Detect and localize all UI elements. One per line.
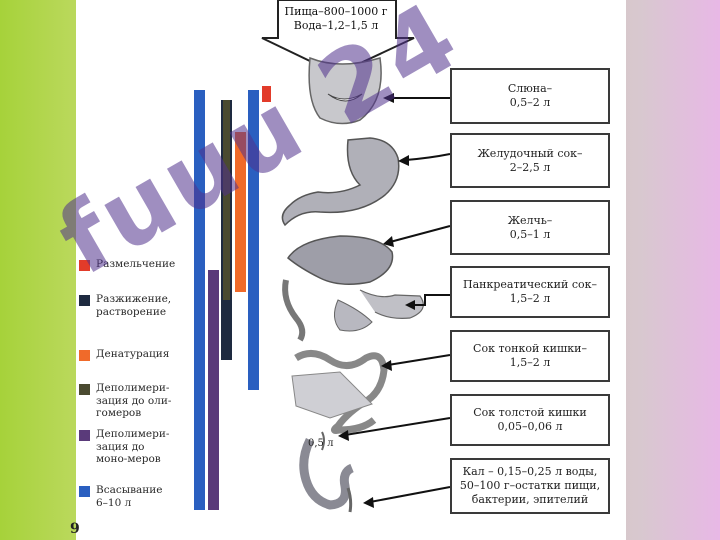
- saliva-box: Слюна– 0,5–2 л: [450, 68, 610, 124]
- saliva-label: Слюна–: [507, 82, 553, 96]
- feces-bacteria: бактерии, эпителий: [471, 492, 589, 506]
- gastric-juice-label: Желудочный сок–: [477, 146, 583, 160]
- small-intestine-juice-volume: 1,5–2 л: [509, 356, 551, 369]
- legend-grinding-swatch: [79, 260, 90, 271]
- large-intestine-organ: [299, 431, 355, 513]
- intake-label: Пища–800–1000 г Вода–1,2–1,5 л: [276, 0, 396, 33]
- legend-absorption-swatch: [79, 486, 90, 497]
- large-intestine-juice-label: Сок толстой кишки: [473, 406, 587, 420]
- bar-depolymerization-mono: [208, 270, 219, 510]
- legend-mono-swatch: [79, 430, 90, 441]
- small-intestine-organ: [291, 350, 388, 434]
- legend-oligo-label: Деполимери-зация до оли-гомеров: [96, 382, 172, 420]
- bar-absorption: [194, 90, 205, 510]
- legend-denaturation-label: Денатурация: [96, 348, 170, 360]
- feces-box: Кал – 0,15–0,25 л воды, 50–100 г–остатки…: [450, 458, 610, 514]
- bile-label: Желчь–: [507, 213, 553, 227]
- liver-organ: [282, 235, 424, 342]
- gastric-juice-box: Желудочный сок– 2–2,5 л: [450, 133, 610, 188]
- legend-absorption: Всасывание 6–10 л: [79, 484, 169, 509]
- small-intestine-juice-label: Сок тонкой кишки–: [473, 342, 587, 356]
- feces-food-residue: 50–100 г–остатки пищи,: [459, 479, 601, 493]
- colon-volume-label: 0,5 л: [308, 438, 334, 449]
- connector-arrows: [338, 93, 451, 508]
- small-intestine-juice-box: Сок тонкой кишки– 1,5–2 л: [450, 330, 610, 382]
- legend-depolymerization-oligo: Деполимери-зация до оли-гомеров: [79, 382, 179, 420]
- legend-denaturation: Денатурация: [79, 348, 169, 361]
- mouth-organ: [308, 56, 382, 125]
- large-intestine-juice-box: Сок толстой кишки 0,05–0,06 л: [450, 394, 610, 446]
- intake-arrow: [261, 0, 415, 76]
- intake-water: Вода–1,2–1,5 л: [293, 18, 379, 32]
- legend-dilution: Разжижение, растворение: [79, 293, 189, 318]
- legend-mono-label: Деполимери-зация до моно-меров: [96, 428, 170, 466]
- legend-grinding: Размельчение: [79, 258, 175, 271]
- legend-dilution-swatch: [79, 295, 90, 306]
- bile-box: Желчь– 0,5–1 л: [450, 200, 610, 255]
- legend-denaturation-swatch: [79, 350, 90, 361]
- legend-absorption-label: Всасывание 6–10 л: [96, 484, 163, 509]
- pancreatic-juice-label: Панкреатический сок–: [462, 278, 598, 292]
- large-intestine-juice-volume: 0,05–0,06 л: [497, 420, 563, 433]
- saliva-volume: 0,5–2 л: [509, 96, 551, 109]
- feces-water: Кал – 0,15–0,25 л воды,: [462, 465, 598, 479]
- pancreatic-juice-volume: 1,5–2 л: [509, 292, 551, 305]
- pancreatic-juice-box: Панкреатический сок– 1,5–2 л: [450, 266, 610, 318]
- bar-grinding: [262, 86, 271, 102]
- gastric-juice-volume: 2–2,5 л: [509, 160, 551, 174]
- intake-food: Пища–800–1000 г: [284, 5, 388, 18]
- bar-depolymerization-oligo: [223, 100, 230, 300]
- legend-depolymerization-mono: Деполимери-зация до моно-меров: [79, 428, 179, 466]
- legend-grinding-label: Размельчение: [96, 258, 176, 270]
- stomach-organ: [281, 137, 400, 227]
- bar-denaturation: [235, 132, 246, 292]
- slide-number: 9: [70, 521, 80, 537]
- bar-absorption-2: [248, 90, 259, 390]
- bile-volume: 0,5–1 л: [509, 227, 551, 241]
- legend-oligo-swatch: [79, 384, 90, 395]
- legend-dilution-label: Разжижение, растворение: [96, 293, 172, 318]
